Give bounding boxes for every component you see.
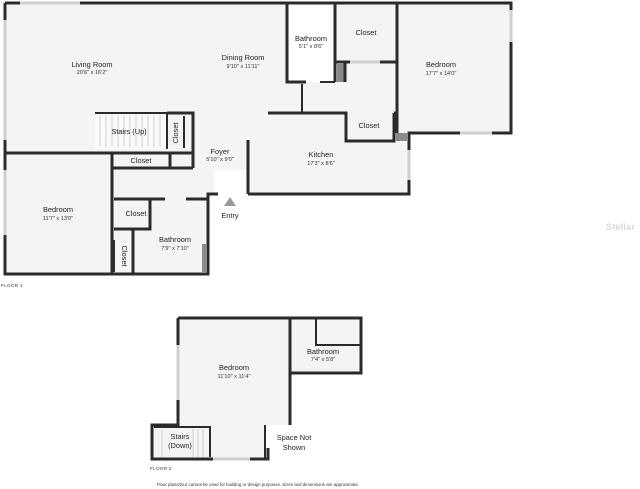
- kitchen-dims: 17'3" x 8'6": [307, 161, 335, 167]
- closet-foyer-label: Closet: [131, 156, 152, 165]
- living-room-label: Living Room: [71, 60, 112, 69]
- bathroom-lower-dims: 7'9" x 7'10": [161, 246, 189, 252]
- stairs-up: [95, 113, 167, 149]
- outer-wall: [150, 318, 270, 461]
- bathroom-top-dims: 5'1" x 8'6": [299, 44, 323, 50]
- dining-room-dims: 9'10" x 11'11": [227, 64, 260, 70]
- closet-kitchen-label: Closet: [359, 121, 380, 130]
- stairs-down-label: Stairs: [171, 432, 190, 441]
- bathroom-wall: [315, 318, 361, 346]
- bedroom-left-dims: 11'7" x 13'0": [43, 216, 73, 222]
- bathroom-floor2-label: Bathroom: [307, 347, 339, 356]
- bath-hatch: [202, 244, 207, 272]
- closet-vertical-wall: [167, 111, 195, 168]
- bathroom-lower-label: Bathroom: [159, 235, 191, 244]
- space-not-shown-label-2: Shown: [283, 443, 306, 452]
- bedroom-floor2-dims: 11'10" x 11'4": [218, 374, 251, 380]
- stairs-down: [154, 426, 211, 457]
- watermark-logo: Stellar: [606, 222, 635, 232]
- disclaimer-text: Floor plans/tour cannot be used for buil…: [156, 482, 360, 487]
- entry-arrow-icon: [224, 197, 236, 206]
- bathroom-top-label: Bathroom: [295, 34, 327, 43]
- floor-2-label: FLOOR 2: [150, 466, 172, 471]
- entry-label: Entry: [221, 211, 239, 220]
- floor-1-label: FLOOR 1: [1, 283, 23, 288]
- closet-top-label: Closet: [356, 28, 377, 37]
- closet-lower-vertical-label: Closet: [120, 246, 129, 267]
- bedroom-floor2-label: Bedroom: [219, 363, 249, 372]
- closet-hatch: [396, 133, 408, 141]
- bedroom-right-label: Bedroom: [426, 60, 456, 69]
- dining-room-label: Dining Room: [222, 53, 265, 62]
- interior-wall: [5, 151, 193, 170]
- bathroom-floor2-dims: 7'4" x 5'8": [311, 357, 335, 363]
- bedroom-right-dims: 17'7" x 14'0": [426, 71, 457, 77]
- bedroom-left-label: Bedroom: [43, 205, 73, 214]
- floor-2-fill: [152, 318, 361, 459]
- foyer-label: Foyer: [211, 147, 230, 156]
- living-room-dims: 20'6" x 16'2": [77, 70, 108, 76]
- space-not-shown-label: Space Not: [277, 433, 312, 442]
- closet-hatch: [337, 64, 345, 82]
- bathroom-top-wall: [285, 3, 306, 84]
- stairs-up-label: Stairs (Up): [111, 127, 146, 136]
- kitchen-closet-wall: [268, 111, 396, 143]
- stairs-down-label-2: (Down): [168, 441, 192, 450]
- outer-wall: [178, 316, 363, 425]
- foyer-dims: 5'10" x 9'0": [206, 157, 234, 163]
- closet-vertical-label: Closet: [171, 123, 180, 144]
- kitchen-label: Kitchen: [309, 150, 334, 159]
- floor-2: [150, 316, 363, 461]
- floor-1-fill: [5, 3, 511, 274]
- floor-1: [3, 1, 513, 276]
- closet-hall-label: Closet: [126, 209, 147, 218]
